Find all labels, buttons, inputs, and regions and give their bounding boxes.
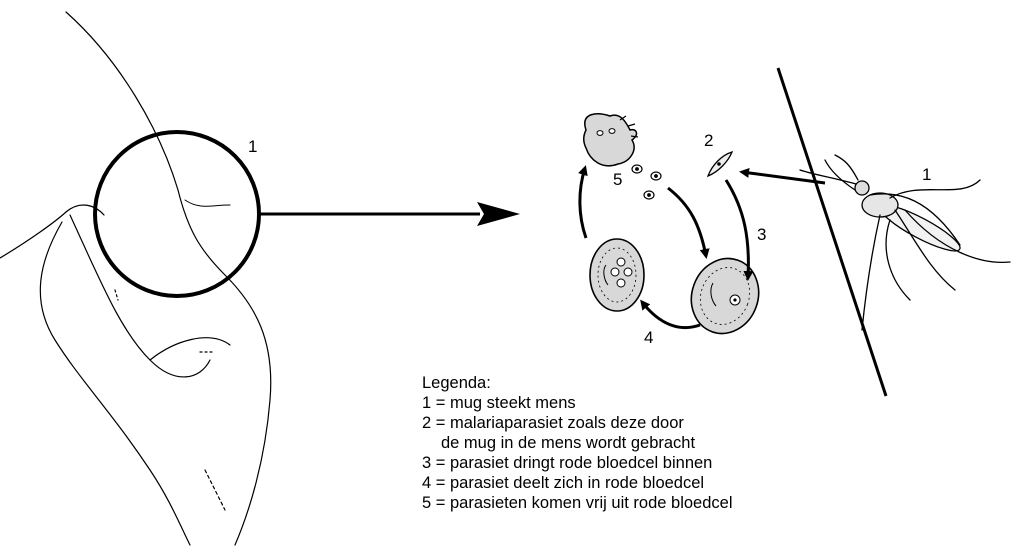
burst-red-blood-cell — [584, 114, 638, 166]
step-invade-label: 3 — [757, 225, 766, 244]
legend-separator: = — [431, 493, 450, 513]
mosquito-drawing — [800, 155, 1010, 330]
legend-separator: = — [431, 453, 450, 473]
legend-key: 3 — [422, 453, 431, 473]
legend-separator: = — [431, 473, 450, 493]
legend-text: parasiet deelt zich in rode bloedcel — [450, 473, 704, 493]
legend-item: 1 = mug steekt mens — [422, 393, 733, 413]
legend-text: parasieten komen vrij uit rode bloedcel — [450, 493, 733, 513]
legend-item: 3 = parasiet dringt rode bloedcel binnen — [422, 453, 733, 473]
legend-separator: = — [431, 413, 450, 433]
legend-title: Legenda: — [422, 373, 733, 393]
legend-text: malariaparasiet zoals deze door — [450, 413, 684, 433]
legend-item-continuation: de mug in de mens wordt gebracht — [422, 433, 733, 453]
zoom-arrow — [260, 202, 520, 226]
skin-line — [778, 68, 886, 396]
step-divide-label: 4 — [644, 328, 653, 347]
legend-item: 2 = malariaparasiet zoals deze door — [422, 413, 733, 433]
dividing-red-blood-cell — [590, 239, 644, 311]
arrow-burst — [580, 168, 586, 238]
legend-key: 4 — [422, 473, 431, 493]
magnify-circle — [95, 132, 259, 296]
step-release-label: 5 — [613, 170, 622, 189]
legend-key: 2 — [422, 413, 431, 433]
legend-text: mug steekt mens — [450, 393, 576, 413]
mosquito-marker-label: 1 — [922, 165, 931, 184]
legend-key: 5 — [422, 493, 431, 513]
infected-red-blood-cell — [681, 249, 769, 343]
legend-text: parasiet dringt rode bloedcel binnen — [450, 453, 712, 473]
legend-separator: = — [431, 393, 450, 413]
legend-item: 4 = parasiet deelt zich in rode bloedcel — [422, 473, 733, 493]
arrow-release-to-cell — [668, 188, 706, 256]
legend-key: 1 — [422, 393, 431, 413]
circle-marker-label: 1 — [248, 137, 257, 156]
released-parasites — [632, 165, 661, 199]
sporozoite-cell — [708, 152, 732, 176]
legend-item: 5 = parasieten komen vrij uit rode bloed… — [422, 493, 733, 513]
parasite-marker-label: 2 — [704, 131, 713, 150]
